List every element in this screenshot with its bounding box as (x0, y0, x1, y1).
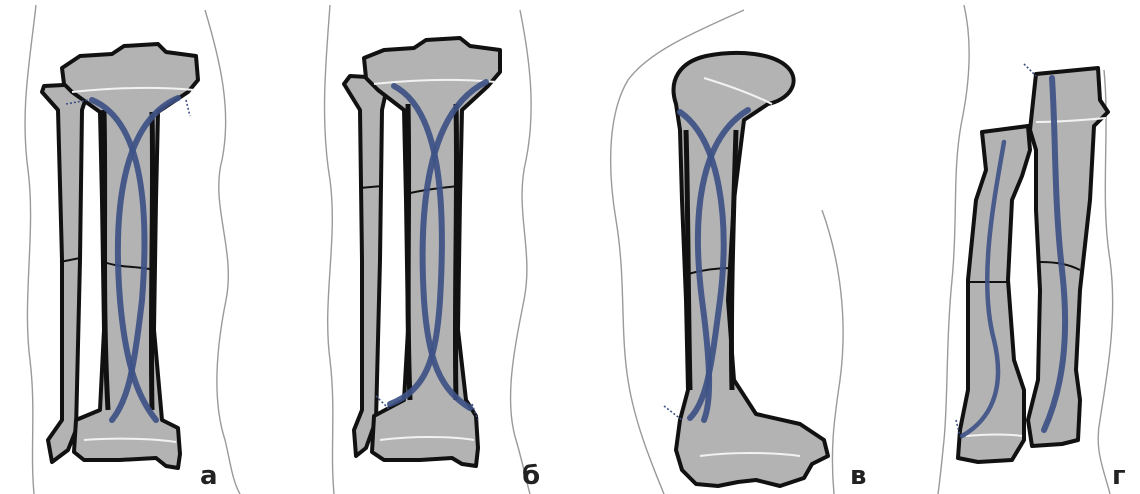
panel-label-a: а (200, 461, 218, 491)
panel-label-v: в (850, 461, 866, 491)
fibula (42, 84, 86, 462)
tibia-cortex-right (151, 112, 152, 410)
screw-a-2 (186, 100, 190, 116)
limb-outline-right (1098, 70, 1113, 494)
limb-outline-left (25, 5, 36, 494)
panel-b: б (325, 5, 541, 494)
panel-v: в (611, 10, 867, 494)
limb-outline-left (325, 5, 334, 494)
panel-label-b: б (522, 461, 540, 491)
ulna (1028, 68, 1108, 446)
panel-g: г (938, 5, 1126, 494)
panel-a: а (25, 5, 240, 494)
limb-outline-right (205, 10, 240, 494)
panel-label-g: г (1112, 461, 1126, 491)
radius (958, 126, 1030, 462)
tibia-cortex-left (408, 104, 410, 400)
limb-outline-right (511, 10, 532, 494)
tibia-cortex-right (455, 104, 456, 400)
